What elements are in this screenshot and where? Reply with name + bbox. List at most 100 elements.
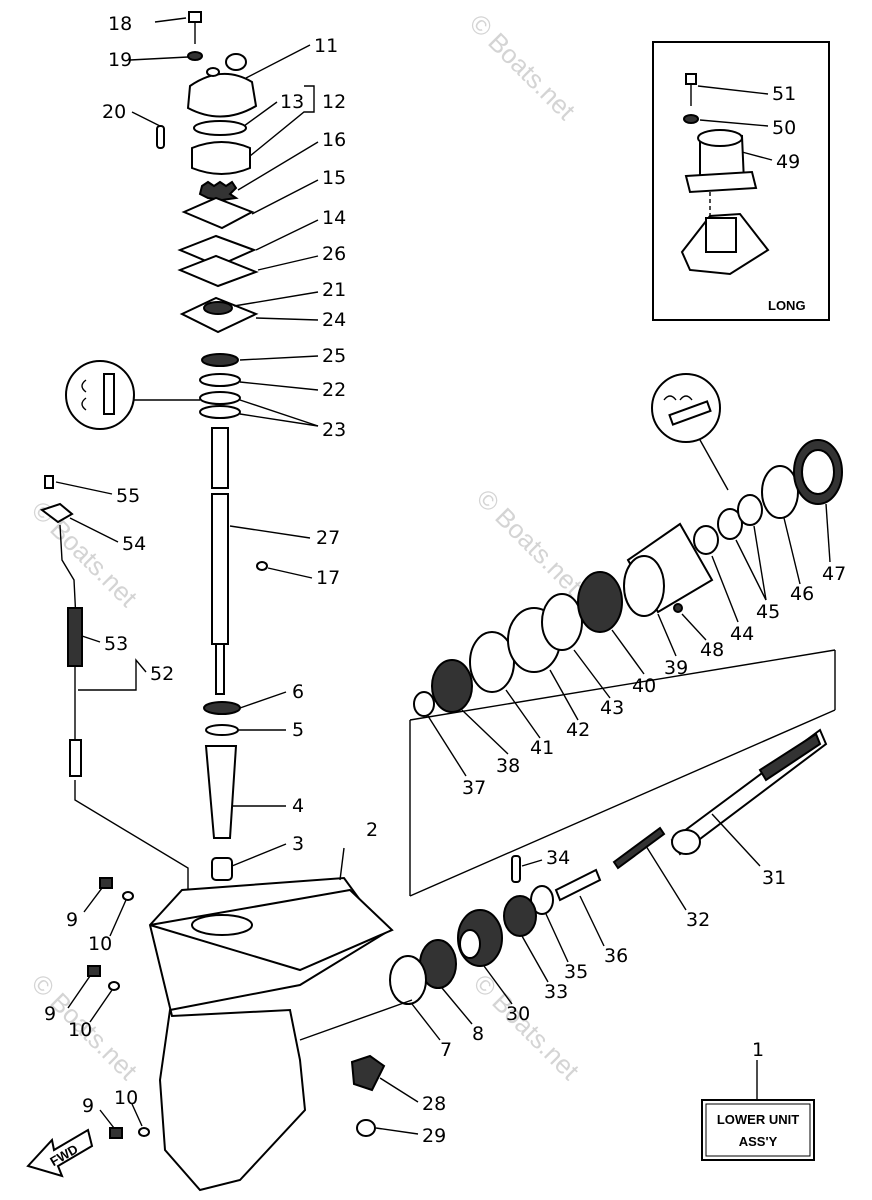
part-12-insert-cartridge (191, 141, 251, 175)
part-11-pump-boss (206, 67, 220, 77)
leader-21 (233, 291, 319, 307)
part-43-o-ring (541, 593, 583, 651)
callout-7: 7 (440, 1039, 452, 1061)
part-39-housing-flange (623, 555, 665, 617)
part-46-claw-washer (761, 465, 799, 519)
part-31-splines (758, 732, 822, 782)
part-9-bolt-a (99, 877, 113, 889)
part-15-gasket (181, 196, 255, 230)
leader-lines (55, 17, 831, 1135)
callout-50: 50 (772, 117, 796, 139)
part-10-washer-b (108, 981, 120, 991)
leader-37 (427, 715, 467, 777)
callout-41: 41 (530, 737, 554, 759)
seal-detail-bubble (65, 360, 200, 430)
leader-45b (753, 525, 767, 601)
part-30-gear-hub (459, 929, 481, 959)
callout-15: 15 (322, 167, 346, 189)
leader-38 (461, 709, 509, 755)
callout-10b: 10 (68, 1019, 92, 1041)
leader-10b (89, 989, 113, 1023)
detail-shaft-right (668, 400, 712, 426)
part-10-washer-a (122, 891, 134, 901)
leader-54 (69, 517, 119, 543)
callout-53: 53 (104, 633, 128, 655)
part-49-housing-flange (684, 170, 758, 194)
leader-43 (573, 649, 611, 699)
leader-8 (441, 987, 473, 1025)
callout-20: 20 (102, 101, 126, 123)
seal-detail-bubble-right (651, 373, 729, 491)
inset-base-boss (705, 217, 737, 253)
part-40-ball-bearing (577, 571, 623, 633)
watermark-1: © Boats.net (464, 8, 582, 126)
part-6-bearing (203, 701, 241, 715)
leader-33 (521, 935, 549, 983)
callout-23: 23 (322, 419, 346, 441)
leader-40 (611, 629, 645, 675)
leader-36 (579, 895, 605, 947)
callout-32: 32 (686, 909, 710, 931)
callout-43: 43 (600, 697, 624, 719)
callout-9a: 9 (66, 909, 78, 931)
part-52-shift-rod-upper (59, 524, 77, 621)
part-25-seal (201, 353, 239, 367)
leader-19 (129, 56, 189, 61)
leader-6 (239, 691, 287, 709)
leader-10a (109, 899, 127, 937)
part-3-bushing (211, 857, 233, 881)
leader-20 (131, 111, 161, 127)
part-33-dog-clutch (503, 895, 537, 937)
part-55-screw (44, 475, 54, 489)
fwd-arrow: FWD (26, 1128, 94, 1178)
callout-42: 42 (566, 719, 590, 741)
part-37-clip (413, 691, 435, 717)
callout-52: 52 (150, 663, 174, 685)
leader-10c (131, 1103, 143, 1127)
assembly-path-line (299, 999, 413, 1041)
part-23-seal-b (199, 405, 241, 419)
part-31-dog-section (671, 829, 701, 855)
callout-39: 39 (664, 657, 688, 679)
callout-4: 4 (292, 795, 304, 817)
frame-top (409, 649, 836, 721)
callout-18: 18 (108, 13, 132, 35)
part-34-pin (511, 855, 521, 883)
part-16-impeller (198, 180, 239, 202)
detail-seal-profile-right (663, 395, 693, 401)
part-13-insert-ring (193, 120, 247, 136)
callout-17: 17 (316, 567, 340, 589)
leader-9a (83, 887, 103, 913)
callout-51: 51 (772, 83, 796, 105)
inset-long-label: LONG (768, 298, 806, 313)
shift-rod-path-line (74, 780, 189, 900)
part-29-nut (356, 1119, 376, 1137)
callout-27: 27 (316, 527, 340, 549)
callout-37: 37 (462, 777, 486, 799)
leader-44 (711, 555, 739, 623)
callout-10c: 10 (114, 1087, 138, 1109)
callout-45: 45 (756, 601, 780, 623)
leader-23a (239, 399, 319, 427)
detail-shaft-section (103, 373, 115, 415)
leader-52 (78, 658, 147, 691)
part-7-shim (389, 955, 427, 1005)
part-50-washer (683, 114, 699, 124)
callout-2: 2 (366, 819, 378, 841)
detail-circle-left (65, 360, 135, 430)
assembly-label-box: LOWER UNIT ASS'Y 1 (701, 1039, 815, 1161)
callout-5: 5 (292, 719, 304, 741)
part-2-shaft-bore (191, 914, 253, 936)
callout-22: 22 (322, 379, 346, 401)
part-17-pin (256, 561, 268, 571)
leader-13 (243, 101, 278, 127)
casing-bolts (87, 877, 150, 1139)
callout-26: 26 (322, 243, 346, 265)
leader-50 (699, 119, 769, 127)
detail-circle-right (651, 373, 721, 443)
callout-48: 48 (700, 639, 724, 661)
part-24-seal-housing (179, 296, 259, 334)
callout-1: 1 (752, 1039, 764, 1061)
leader-46 (783, 517, 801, 585)
callout-13: 13 (280, 91, 304, 113)
